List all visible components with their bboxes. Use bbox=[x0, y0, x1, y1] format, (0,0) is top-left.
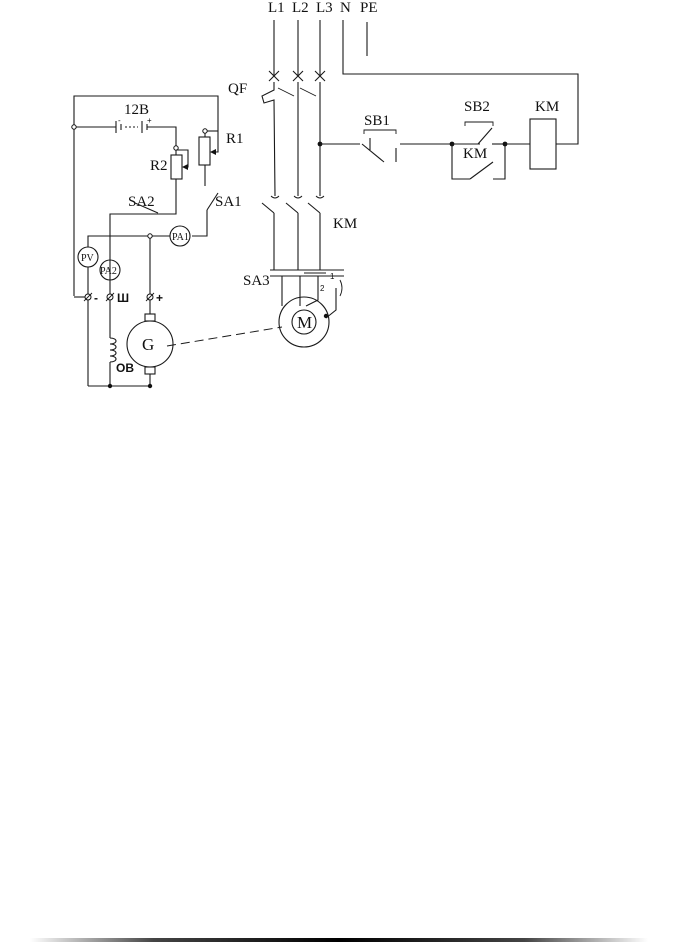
label-battery: 12В bbox=[124, 102, 149, 118]
label-sa3-pos1: 1 bbox=[330, 272, 335, 281]
switch-sa3: SA3 1 2 bbox=[243, 269, 344, 319]
label-pe: PE bbox=[360, 0, 378, 16]
label-sa3-pos2: 2 bbox=[320, 284, 325, 293]
label-l2: L2 bbox=[292, 0, 309, 16]
label-l1: L1 bbox=[268, 0, 285, 16]
mechanical-coupling bbox=[166, 326, 283, 347]
label-km-hold: KM bbox=[463, 146, 487, 162]
label-sb1: SB1 bbox=[364, 113, 390, 129]
label-bat-minus: - bbox=[118, 116, 121, 125]
label-r2: R2 bbox=[150, 158, 168, 174]
phase-labels: L1 L2 L3 N PE bbox=[268, 0, 378, 16]
control-circuit: SB1 SB2 KM KM bbox=[317, 99, 559, 180]
label-ov: ОВ bbox=[116, 361, 134, 375]
label-km-coil: KM bbox=[535, 99, 559, 115]
label-g: G bbox=[142, 335, 154, 354]
label-sa2: SA2 bbox=[128, 194, 155, 210]
label-sa3: SA3 bbox=[243, 273, 270, 289]
breaker-qf: QF bbox=[228, 70, 326, 199]
bottom-rule bbox=[30, 938, 648, 942]
dc-circuit: 12В - + R1 R2 SA2 SA1 PA1 PV PA2 bbox=[71, 95, 244, 389]
label-km-main: KM bbox=[333, 216, 357, 232]
contactor-km-main: KM bbox=[261, 202, 357, 270]
label-qf: QF bbox=[228, 81, 247, 97]
label-sb2: SB2 bbox=[464, 99, 490, 115]
label-sa1: SA1 bbox=[215, 194, 242, 210]
motor: M bbox=[278, 296, 330, 348]
label-term-sh: Ш bbox=[117, 291, 129, 305]
label-pv: PV bbox=[81, 253, 95, 264]
label-m: M bbox=[297, 313, 312, 332]
label-pa1: PA1 bbox=[172, 232, 189, 243]
label-pa2: PA2 bbox=[100, 266, 117, 277]
label-n: N bbox=[340, 0, 351, 16]
label-term-minus: - bbox=[94, 291, 98, 305]
label-l3: L3 bbox=[316, 0, 333, 16]
label-term-plus: + bbox=[156, 291, 163, 305]
label-bat-plus: + bbox=[147, 116, 152, 125]
label-r1: R1 bbox=[226, 131, 244, 147]
supply-lines bbox=[273, 20, 579, 145]
